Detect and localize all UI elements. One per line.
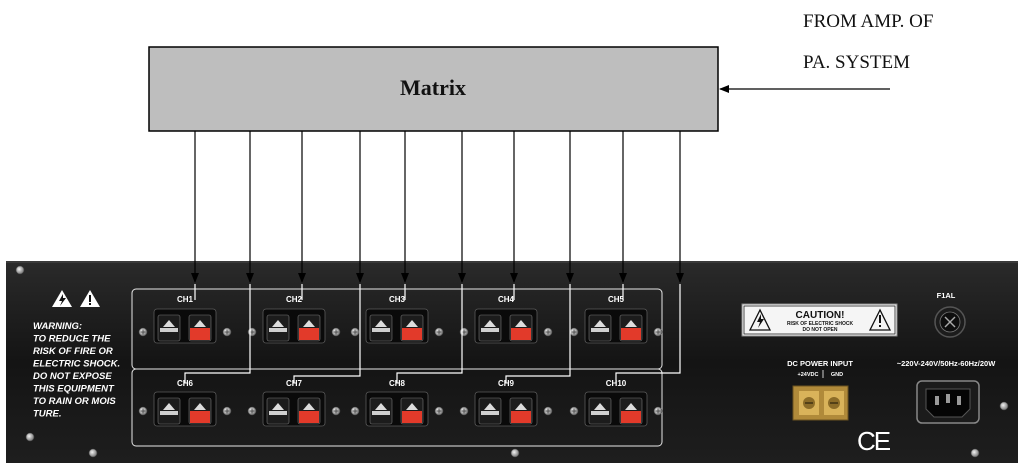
channel-label: CH9: [498, 379, 515, 388]
warning-line: TO RAIN OR MOIS: [33, 396, 116, 407]
channel-wire: [293, 284, 361, 383]
channel-terminal-3: CH3: [350, 295, 444, 344]
caution-title: CAUTION!: [796, 310, 845, 321]
channel-terminal-1: CH1: [138, 295, 232, 344]
fuse-label: F1AL: [937, 291, 956, 300]
channel-label: CH1: [177, 295, 194, 304]
channel-wire: [184, 284, 251, 383]
matrix-box: [148, 46, 719, 132]
ac-power-rating: ~220V-240V/50Hz-60Hz/20W: [897, 359, 997, 368]
ac-power-socket-icon: [916, 380, 980, 424]
channel-terminal-9: CH9: [459, 379, 553, 427]
dc-power-title: DC POWER INPUT: [787, 359, 853, 368]
dc-power-plus-label: +24VDC: [798, 372, 819, 378]
dc-power-gnd-label: GND: [831, 372, 843, 378]
channel-label: CH6: [177, 379, 194, 388]
matrix-label: Matrix: [400, 75, 466, 100]
caution-line1: RISK OF ELECTRIC SHOCK: [787, 321, 854, 327]
channel-label: CH2: [286, 295, 303, 304]
warning-line: THIS EQUIPMENT: [33, 384, 115, 395]
channel-wire: [615, 284, 681, 383]
panel-screw-icon: [88, 448, 98, 458]
warning-symbols: [52, 290, 100, 307]
panel-screw-icon: [970, 448, 980, 458]
warning-line: RISK OF FIRE OR: [33, 346, 113, 357]
warning-line: WARNING:: [33, 321, 82, 332]
channel-terminal-6: CH6: [138, 379, 232, 427]
panel-screw-icon: [25, 432, 35, 442]
channel-label: CH7: [286, 379, 303, 388]
channel-terminal-10: CH10: [569, 379, 663, 427]
ce-mark: CE: [857, 426, 891, 456]
warning-line: TURE.: [33, 409, 62, 420]
caution-label: CAUTION! RISK OF ELECTRIC SHOCK DO NOT O…: [741, 303, 898, 337]
channel-terminal-4: CH4: [459, 295, 553, 344]
channel-wire: [505, 284, 571, 383]
warning-line: DO NOT EXPOSE: [33, 371, 112, 382]
fuse-holder-icon: [934, 306, 966, 338]
channel-wire: [396, 284, 463, 383]
panel-screw-icon: [999, 401, 1009, 411]
rear-panel: [6, 262, 1018, 463]
channel-label: CH3: [389, 295, 406, 304]
source-label-line2: PA. SYSTEM: [803, 52, 910, 73]
source-label-line1: FROM AMP. OF: [803, 11, 933, 32]
channel-label: CH4: [498, 295, 515, 304]
terminal-frame-bottom: [131, 368, 663, 447]
caution-line2: DO NOT OPEN: [802, 327, 837, 333]
warning-line: ELECTRIC SHOCK.: [33, 359, 120, 370]
panel-screws: [15, 265, 1009, 458]
caution-exclamation-icon: [868, 308, 892, 331]
panel-screw-icon: [15, 265, 25, 275]
channel-terminal-7: CH7: [247, 379, 341, 427]
warning-line: TO REDUCE THE: [33, 334, 111, 345]
channel-terminal-8: CH8: [350, 379, 444, 427]
panel-screw-icon: [510, 448, 520, 458]
channel-terminal-5: CH5: [569, 295, 663, 344]
channel-label: CH10: [606, 379, 627, 388]
white-wires: [184, 284, 681, 383]
dc-terminal-block-icon: [792, 385, 849, 421]
caution-lightning-icon: [748, 308, 772, 331]
channel-label: CH5: [608, 295, 625, 304]
matrix-output-arrows: [191, 131, 684, 283]
channel-label: CH8: [389, 379, 406, 388]
channel-terminal-2: CH2: [247, 295, 341, 344]
